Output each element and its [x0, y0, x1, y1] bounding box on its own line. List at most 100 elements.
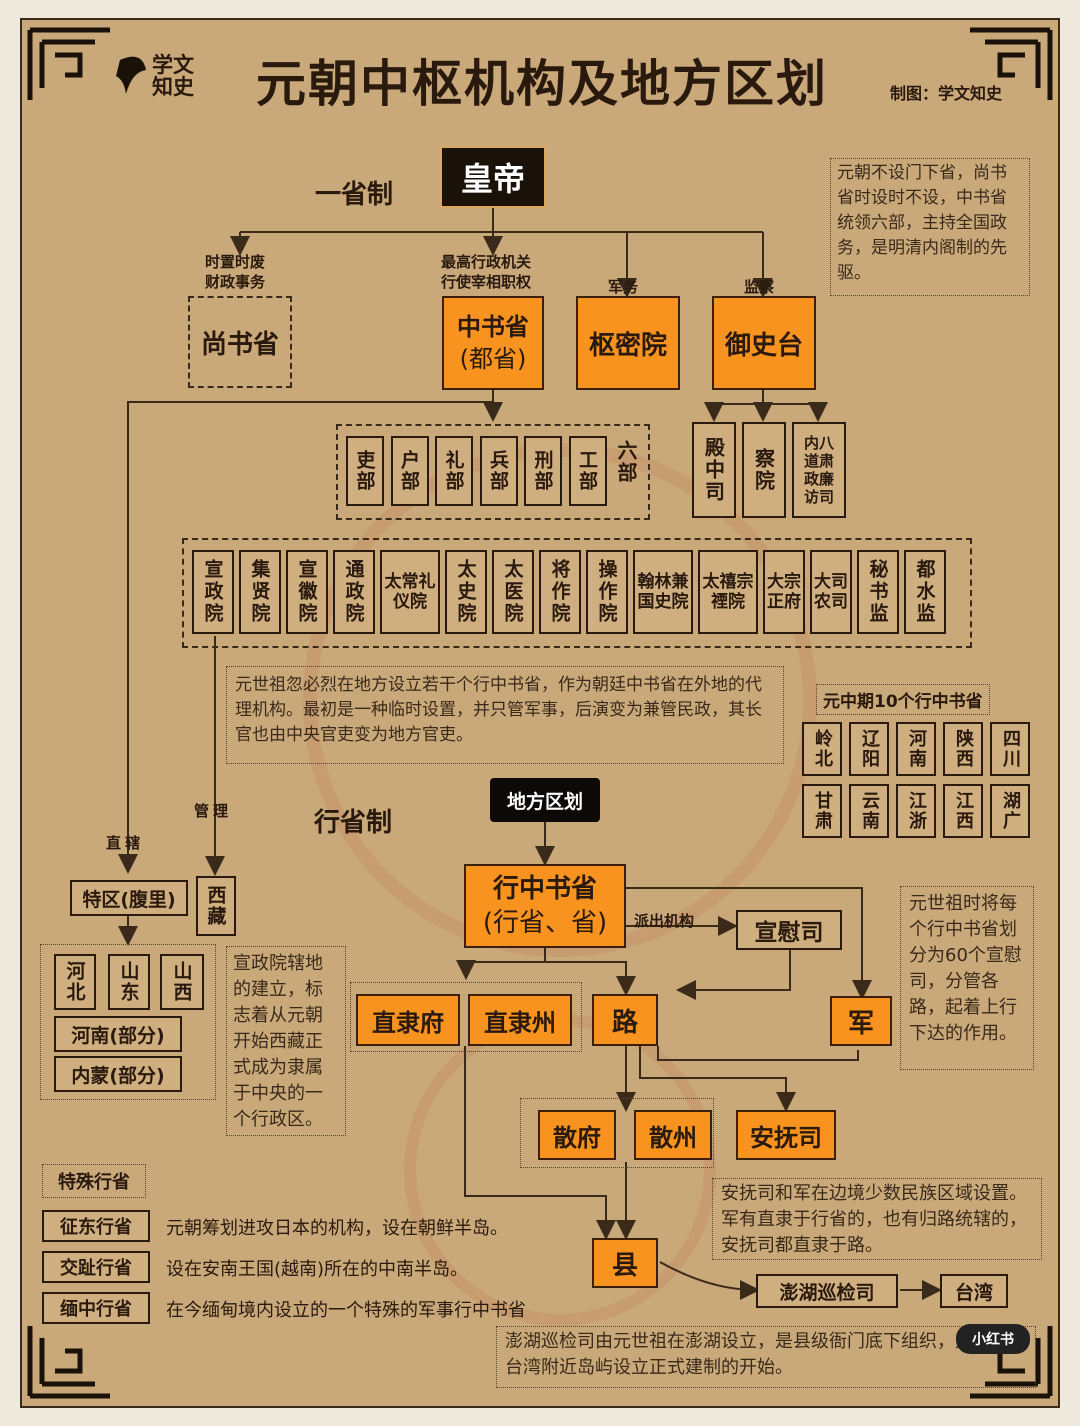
org-box: 大司农司	[810, 550, 852, 634]
note-penghu: 澎湖巡检司由元世祖在澎湖设立，是县级衙门底下组织，是中国在台湾附近岛屿设立正式建…	[496, 1326, 1036, 1388]
watermark: 小红书	[956, 1324, 1030, 1354]
province-box-label: 江西	[953, 791, 974, 831]
xian-label: 县	[611, 1250, 638, 1281]
ministry-box: 刑部	[524, 436, 562, 506]
tequ-label: 特区(腹里)	[82, 888, 176, 911]
province-box-label: 四川	[1000, 729, 1021, 769]
anfu-box: 安抚司	[736, 1110, 836, 1160]
shumi-box: 枢密院	[576, 296, 680, 390]
jun-label: 军	[847, 1008, 874, 1039]
special-province-box-label: 征东行省	[60, 1217, 132, 1238]
fuli-part-label: 山东	[117, 961, 140, 1003]
ministry-box: 兵部	[479, 436, 518, 506]
shangshu-label: 尚书省	[200, 329, 279, 360]
fuli-part-hebei: 河北	[54, 954, 96, 1010]
system-one-label: 一省制	[315, 180, 394, 210]
special-title-box: 特殊行省	[42, 1164, 146, 1198]
sanfu-label: 散府	[553, 1123, 601, 1152]
penghu-label: 澎湖巡检司	[779, 1281, 875, 1304]
xian-box: 县	[592, 1238, 658, 1288]
yushi-sub-label: 内八道肃政廉访司	[803, 434, 834, 506]
org-box: 秘书监	[857, 550, 899, 634]
province-box: 甘肃	[802, 784, 842, 838]
province-box: 江浙	[896, 784, 936, 838]
province-box-label: 辽阳	[859, 729, 880, 769]
province-box: 辽阳	[849, 722, 889, 776]
org-box: 宣政院	[192, 550, 234, 634]
ministry-box-label: 吏部	[353, 450, 376, 492]
anfu-label: 安抚司	[750, 1123, 822, 1152]
special-province-box: 交趾行省	[42, 1251, 150, 1283]
logo-text: 学文知史	[152, 52, 194, 99]
shumi-role: 军务	[608, 278, 639, 296]
ministry-box-label: 礼部	[442, 450, 465, 492]
org-box-label: 太史院	[454, 559, 477, 625]
xuanwei-box: 宣慰司	[736, 910, 842, 950]
org-box: 宣徽院	[286, 550, 328, 634]
xingzhong-box: 行中书省 (行省、省)	[464, 864, 626, 948]
org-box-label: 大司农司	[814, 572, 848, 612]
ministry-box-label: 户部	[398, 450, 420, 492]
fuli-part-shanxi: 山西	[160, 954, 204, 1010]
xingzhong-sub: (行省、省)	[482, 908, 608, 938]
org-box-label: 通政院	[342, 559, 365, 625]
special-title: 特殊行省	[58, 1172, 130, 1193]
province-box: 四川	[990, 722, 1030, 776]
guanli-label: 管理	[194, 802, 233, 820]
zhongshu-sub: (都省)	[459, 345, 527, 373]
yushi-label: 御史台	[724, 330, 803, 361]
province-box: 江西	[943, 784, 983, 838]
province-box: 湖广	[990, 784, 1030, 838]
org-box-label: 操作院	[595, 559, 618, 625]
special-province-box: 征东行省	[42, 1210, 150, 1242]
sanzhou-label: 散州	[649, 1123, 697, 1152]
zhixia-label: 直辖	[106, 834, 145, 852]
note-top: 元朝不设门下省，尚书省时设时不设，中书省统领六部，主持全国政务，是明清内阁制的先…	[830, 158, 1030, 296]
province-box-label: 陕西	[953, 729, 974, 769]
org-box: 将作院	[539, 550, 581, 634]
org-box: 太医院	[492, 550, 534, 634]
note-anfu: 安抚司和军在边境少数民族区域设置。军有直隶于行省的，也有归路统辖的，安抚司都直隶…	[712, 1178, 1042, 1260]
zhongshu-label: 中书省	[457, 313, 529, 341]
fuli-part-label: 山西	[170, 961, 193, 1003]
fuli-extra-neimeng: 内蒙(部分)	[54, 1056, 182, 1092]
zhilizhou-label: 直隶州	[484, 1008, 556, 1037]
ministry-box: 户部	[390, 436, 429, 506]
province-box-label: 云南	[859, 791, 880, 831]
shangshu-role: 时置时废 财政事务	[205, 253, 266, 291]
logo: 学文知史	[112, 50, 212, 104]
org-box-label: 翰林兼国史院	[637, 572, 689, 612]
ministry-box: 工部	[568, 436, 607, 506]
page-title: 元朝中枢机构及地方区划	[256, 54, 828, 113]
note-xuanwei: 元世祖时将每个行中书省划分为60个宣慰司，分管各路，起着上行下达的作用。	[900, 886, 1034, 1070]
tequ-box: 特区(腹里)	[70, 880, 188, 916]
ministry-box-label: 刑部	[531, 450, 554, 492]
lu-label: 路	[611, 1007, 638, 1038]
special-province-box-label: 交趾行省	[60, 1258, 132, 1279]
province-box: 河南	[896, 722, 936, 776]
special-province-desc: 设在安南王国(越南)所在的中南半岛。	[166, 1259, 469, 1280]
brush-logo-icon	[116, 56, 146, 94]
zhili-group	[350, 982, 582, 1052]
province-box: 陕西	[943, 722, 983, 776]
zhongshu-box: 中书省 (都省)	[442, 296, 544, 390]
emperor-box: 皇帝	[440, 146, 546, 208]
fuli-extra-label: 内蒙(部分)	[71, 1064, 165, 1087]
yushi-sub-lianfang: 内八道肃政廉访司	[792, 422, 846, 518]
tibet-label: 西藏	[204, 885, 227, 927]
yushi-sub-dianzhong: 殿中司	[692, 422, 736, 518]
org-box: 太禧宗禋院	[698, 550, 758, 634]
xuanwei-label: 宣慰司	[754, 920, 824, 946]
zhilifu-label: 直隶府	[372, 1008, 444, 1037]
note-xingsheng: 元世祖忽必烈在地方设立若干个行中书省，作为朝廷中书省在外地的代理机构。最初是一种…	[226, 666, 784, 764]
yushi-sub-label: 察院	[751, 448, 776, 492]
org-box-label: 秘书监	[866, 559, 889, 625]
local-title: 地方区划	[506, 790, 583, 813]
org-box-label: 宣徽院	[295, 559, 318, 625]
special-province-box-label: 缅中行省	[60, 1299, 132, 1320]
local-title-box: 地方区划	[490, 778, 600, 822]
sanfu-group	[520, 1098, 714, 1168]
special-province-box: 缅中行省	[42, 1292, 150, 1324]
jun-box: 军	[830, 996, 892, 1046]
